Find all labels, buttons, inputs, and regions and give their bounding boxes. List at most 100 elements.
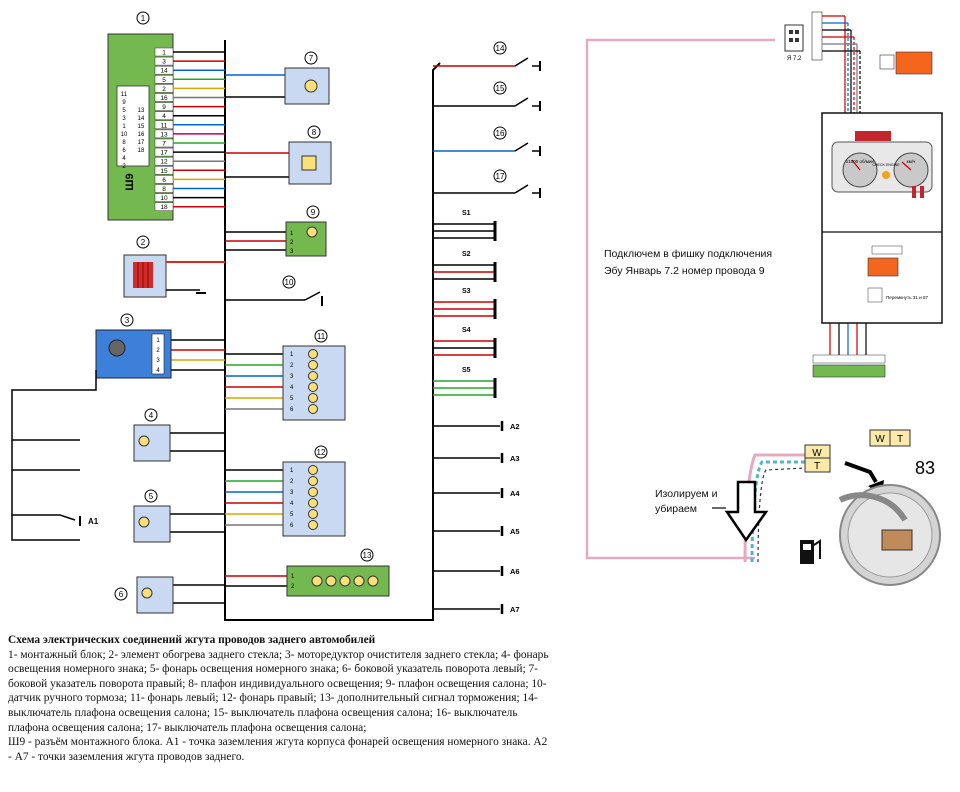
svg-text:2: 2	[141, 238, 146, 247]
svg-text:Перемкнуть 31 и 87: Перемкнуть 31 и 87	[886, 295, 929, 300]
component-number-badge	[493, 41, 507, 55]
block1-pin-label: 16	[138, 132, 145, 138]
isolate-line-1: Изолируем и	[655, 488, 718, 500]
connector-label-sh9: Ш9	[124, 173, 136, 190]
pin-label: 1	[290, 468, 294, 474]
isolate-line-2: убираем	[655, 503, 697, 515]
component-number-badge	[307, 125, 321, 139]
door-switch	[514, 142, 540, 152]
component-number: 12	[317, 448, 326, 457]
block1-pin-label: 6	[122, 148, 126, 154]
ground-label: A5	[510, 527, 520, 536]
splice-label: S2	[462, 251, 471, 258]
svg-text:W: W	[875, 434, 885, 445]
svg-text:2: 2	[156, 348, 160, 354]
pin-label: 2	[291, 584, 295, 590]
door-switch	[514, 97, 540, 107]
isolate-note: Изолируем и убираем	[655, 487, 718, 517]
ground-label: A7	[510, 605, 520, 614]
block1-pin-label: 15	[138, 124, 145, 130]
splice-label: S4	[462, 327, 471, 334]
ground-label: A6	[510, 567, 520, 576]
caption-body: 1- монтажный блок; 2- элемент обогрева з…	[8, 648, 549, 734]
component-number-1: 1	[141, 14, 146, 23]
block1-pin-number: 2	[162, 86, 166, 93]
note-line-2: Эбу Январь 7.2 номер провода 9	[604, 265, 765, 277]
caption-title: Схема электрических соединений жгута про…	[8, 634, 376, 646]
pin-label: 3	[290, 249, 294, 255]
block1-pin-number: 1	[162, 50, 166, 57]
block1-pin-label: 18	[138, 148, 145, 154]
pin-label: 5	[290, 396, 294, 402]
splice-label: S3	[462, 288, 471, 295]
component-number-badge	[493, 169, 507, 183]
pin-label: 3	[290, 490, 294, 496]
component-number-badge	[493, 126, 507, 140]
component-number-badge	[144, 408, 158, 422]
block1-pin-label: 4	[122, 156, 126, 162]
component-number-badge	[360, 548, 374, 562]
note-line-1: Подключем в фишку подключения	[604, 248, 773, 260]
block1-pin-number: 17	[160, 150, 168, 157]
block1-pin-number: 6	[162, 177, 166, 184]
block1-pin-label: 13	[138, 108, 145, 114]
harness-trunk	[224, 40, 441, 621]
block1-pin-label: 17	[138, 140, 145, 146]
harness-wires	[170, 51, 515, 610]
block1-pin-label: 5	[122, 108, 126, 114]
pin-label: 5	[290, 512, 294, 518]
ground-label: A4	[510, 489, 520, 498]
component-number: 4	[149, 411, 154, 420]
block1-pin-number: 11	[161, 122, 168, 129]
component-number-badge	[493, 81, 507, 95]
fuel-pump-photo: W T W T 83	[712, 429, 941, 586]
pin-label: 4	[290, 501, 294, 507]
rear-window-heater: 2	[123, 235, 225, 298]
component-number-badge	[314, 329, 328, 343]
component-number: 10	[285, 278, 294, 287]
block1-pin-number: 13	[160, 131, 168, 138]
block1-pin-number: 12	[160, 159, 168, 166]
component-number: 5	[149, 492, 154, 501]
pin-label: 1	[291, 574, 295, 580]
block1-pin-number: 16	[160, 95, 168, 102]
block1-pin-number: 15	[160, 168, 168, 175]
photo-number: 83	[915, 458, 935, 478]
figure-caption: Схема электрических соединений жгута про…	[8, 633, 553, 764]
block1-pin-number: 7	[162, 141, 166, 148]
component-number-badge	[282, 275, 296, 289]
svg-text:x1000 об/мин: x1000 об/мин	[846, 159, 874, 164]
ecu-connector-label: Я 7.2	[787, 56, 802, 62]
license-plate-lamps: 456	[114, 408, 174, 614]
block1-pin-number: 9	[162, 104, 166, 111]
block1-pin-number: 10	[160, 195, 168, 202]
component-number-badge	[114, 587, 128, 601]
ecu-connection-note: Подключем в фишку подключения Эбу Январь…	[604, 246, 772, 280]
splice-label: S1	[462, 210, 471, 217]
pin-label: 2	[290, 479, 294, 485]
component-number: 7	[309, 54, 314, 63]
svg-text:4: 4	[156, 368, 160, 374]
block1-pin-number: 3	[162, 59, 166, 66]
pin-label: 1	[290, 352, 294, 358]
pin-label: 6	[290, 523, 294, 529]
block1-pin-label: 8	[122, 140, 126, 146]
pin-label: 2	[290, 240, 294, 246]
ground-label: A3	[510, 454, 520, 463]
caption-sh9: Ш9 - разъём монтажного блока. А1 - точка…	[8, 736, 548, 763]
component-number: 8	[312, 128, 317, 137]
pin-label: 3	[290, 374, 294, 380]
block1-pin-label: 10	[121, 132, 128, 138]
splice-label: S5	[462, 367, 471, 374]
handbrake-sensor	[304, 291, 321, 301]
block1-pin-label: 9	[122, 100, 126, 106]
svg-text:T: T	[897, 434, 903, 445]
block1-pin-number: 8	[162, 186, 166, 193]
door-switch	[514, 184, 540, 194]
component-number: 15	[496, 84, 505, 93]
